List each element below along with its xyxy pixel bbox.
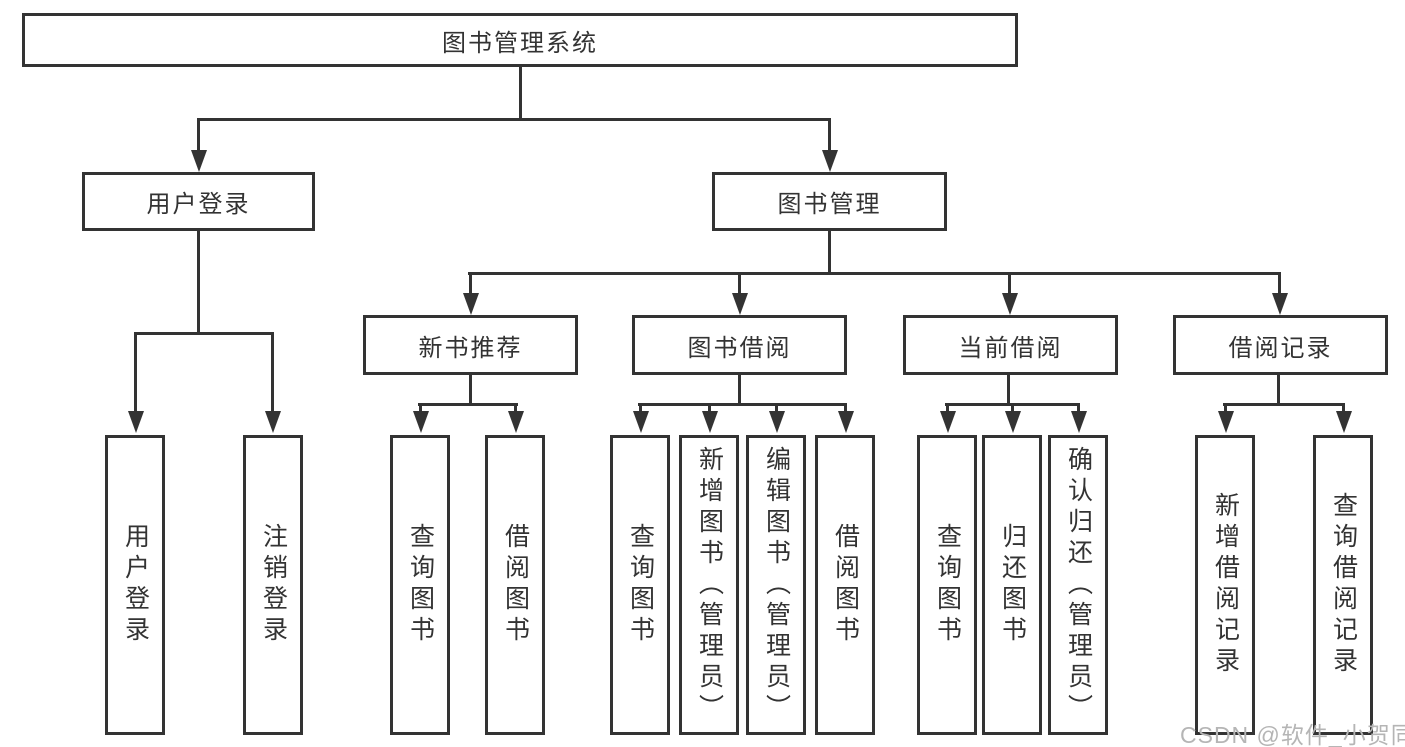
leaf-add-book-admin: 新增图书（管理员） <box>679 435 739 735</box>
node-book-management: 图书管理 <box>712 172 947 231</box>
connector-rail-level2 <box>468 272 1281 275</box>
connector-stem-book-management <box>828 231 831 275</box>
leaf-query-books: 查询图书 <box>610 435 670 735</box>
connector-arrow-book-management <box>821 118 838 172</box>
leaf-label: 编辑图书（管理员） <box>762 445 791 725</box>
node-label: 借阅记录 <box>1228 334 1333 362</box>
connector-rail-book-borrow <box>638 403 847 406</box>
connector-arrow-leaf-logout <box>264 332 281 433</box>
csdn-watermark: CSDN @软件_小贺同学 <box>1180 722 1405 747</box>
leaf-label: 借阅图书 <box>501 523 530 647</box>
leaf-borrow-books: 借阅图书 <box>815 435 875 735</box>
node-label: 图书管理 <box>777 191 882 218</box>
connector-arrow-leaf <box>1004 403 1021 433</box>
leaf-label: 查询图书 <box>406 523 435 647</box>
leaf-user-login: 用户登录 <box>105 435 165 735</box>
connector-arrow-leaf <box>1070 403 1087 433</box>
leaf-label: 借阅图书 <box>831 523 860 647</box>
connector-stem-borrow-records <box>1277 375 1280 406</box>
connector-arrow-new-book-recommend <box>462 272 479 315</box>
connector-arrow-leaf <box>1335 403 1352 433</box>
leaf-label: 注销登录 <box>259 523 288 647</box>
connector-arrow-leaf <box>768 403 785 433</box>
leaf-confirm-return-admin: 确认归还（管理员） <box>1048 435 1108 735</box>
leaf-label: 新增图书（管理员） <box>695 445 724 725</box>
node-label: 用户登录 <box>146 191 251 218</box>
connector-stem-current-borrow <box>1007 375 1010 406</box>
node-book-borrow: 图书借阅 <box>632 315 847 375</box>
leaf-query-books: 查询图书 <box>390 435 450 735</box>
leaf-label: 查询图书 <box>626 523 655 647</box>
connector-arrow-borrow-records <box>1271 272 1288 315</box>
connector-stem-user-login <box>197 231 200 335</box>
connector-arrow-leaf <box>412 403 429 433</box>
node-current-borrow: 当前借阅 <box>903 315 1118 375</box>
node-new-book-recommend: 新书推荐 <box>363 315 578 375</box>
node-label: 新书推荐 <box>418 334 523 362</box>
connector-rail-new-book-recommend <box>418 403 518 406</box>
connector-stem-new-book-recommend <box>469 375 472 406</box>
node-label: 图书借阅 <box>687 334 792 362</box>
leaf-logout: 注销登录 <box>243 435 303 735</box>
connector-stem-root <box>519 67 522 121</box>
leaf-add-borrow-record: 新增借阅记录 <box>1195 435 1255 735</box>
leaf-borrow-books: 借阅图书 <box>485 435 545 735</box>
connector-arrow-leaf <box>632 403 649 433</box>
node-root-system: 图书管理系统 <box>22 13 1018 67</box>
leaf-edit-book-admin: 编辑图书（管理员） <box>746 435 806 735</box>
connector-arrow-leaf <box>1217 403 1234 433</box>
leaf-return-book: 归还图书 <box>982 435 1042 735</box>
connector-arrow-book-borrow <box>731 272 748 315</box>
connector-arrow-leaf <box>939 403 956 433</box>
connector-arrow-leaf <box>701 403 718 433</box>
node-user-login: 用户登录 <box>82 172 315 231</box>
connector-rail-level1 <box>197 118 831 121</box>
connector-arrow-leaf-login <box>127 332 144 433</box>
connector-arrow-user-login <box>190 118 207 172</box>
leaf-label: 确认归还（管理员） <box>1064 445 1093 725</box>
connector-rail-borrow-records <box>1223 403 1345 406</box>
connector-rail-user-login <box>134 332 274 335</box>
connector-arrow-leaf <box>837 403 854 433</box>
node-label: 当前借阅 <box>958 334 1063 362</box>
connector-arrow-current-borrow <box>1001 272 1018 315</box>
connector-stem-book-borrow <box>738 375 741 406</box>
connector-arrow-leaf <box>507 403 524 433</box>
leaf-label: 归还图书 <box>998 523 1027 647</box>
leaf-label: 查询借阅记录 <box>1329 492 1358 678</box>
leaf-label: 用户登录 <box>121 523 150 647</box>
leaf-label: 新增借阅记录 <box>1211 492 1240 678</box>
node-label: 图书管理系统 <box>442 29 598 57</box>
node-borrow-records: 借阅记录 <box>1173 315 1388 375</box>
leaf-query-borrow-record: 查询借阅记录 <box>1313 435 1373 735</box>
leaf-label: 查询图书 <box>933 523 962 647</box>
leaf-query-books: 查询图书 <box>917 435 977 735</box>
